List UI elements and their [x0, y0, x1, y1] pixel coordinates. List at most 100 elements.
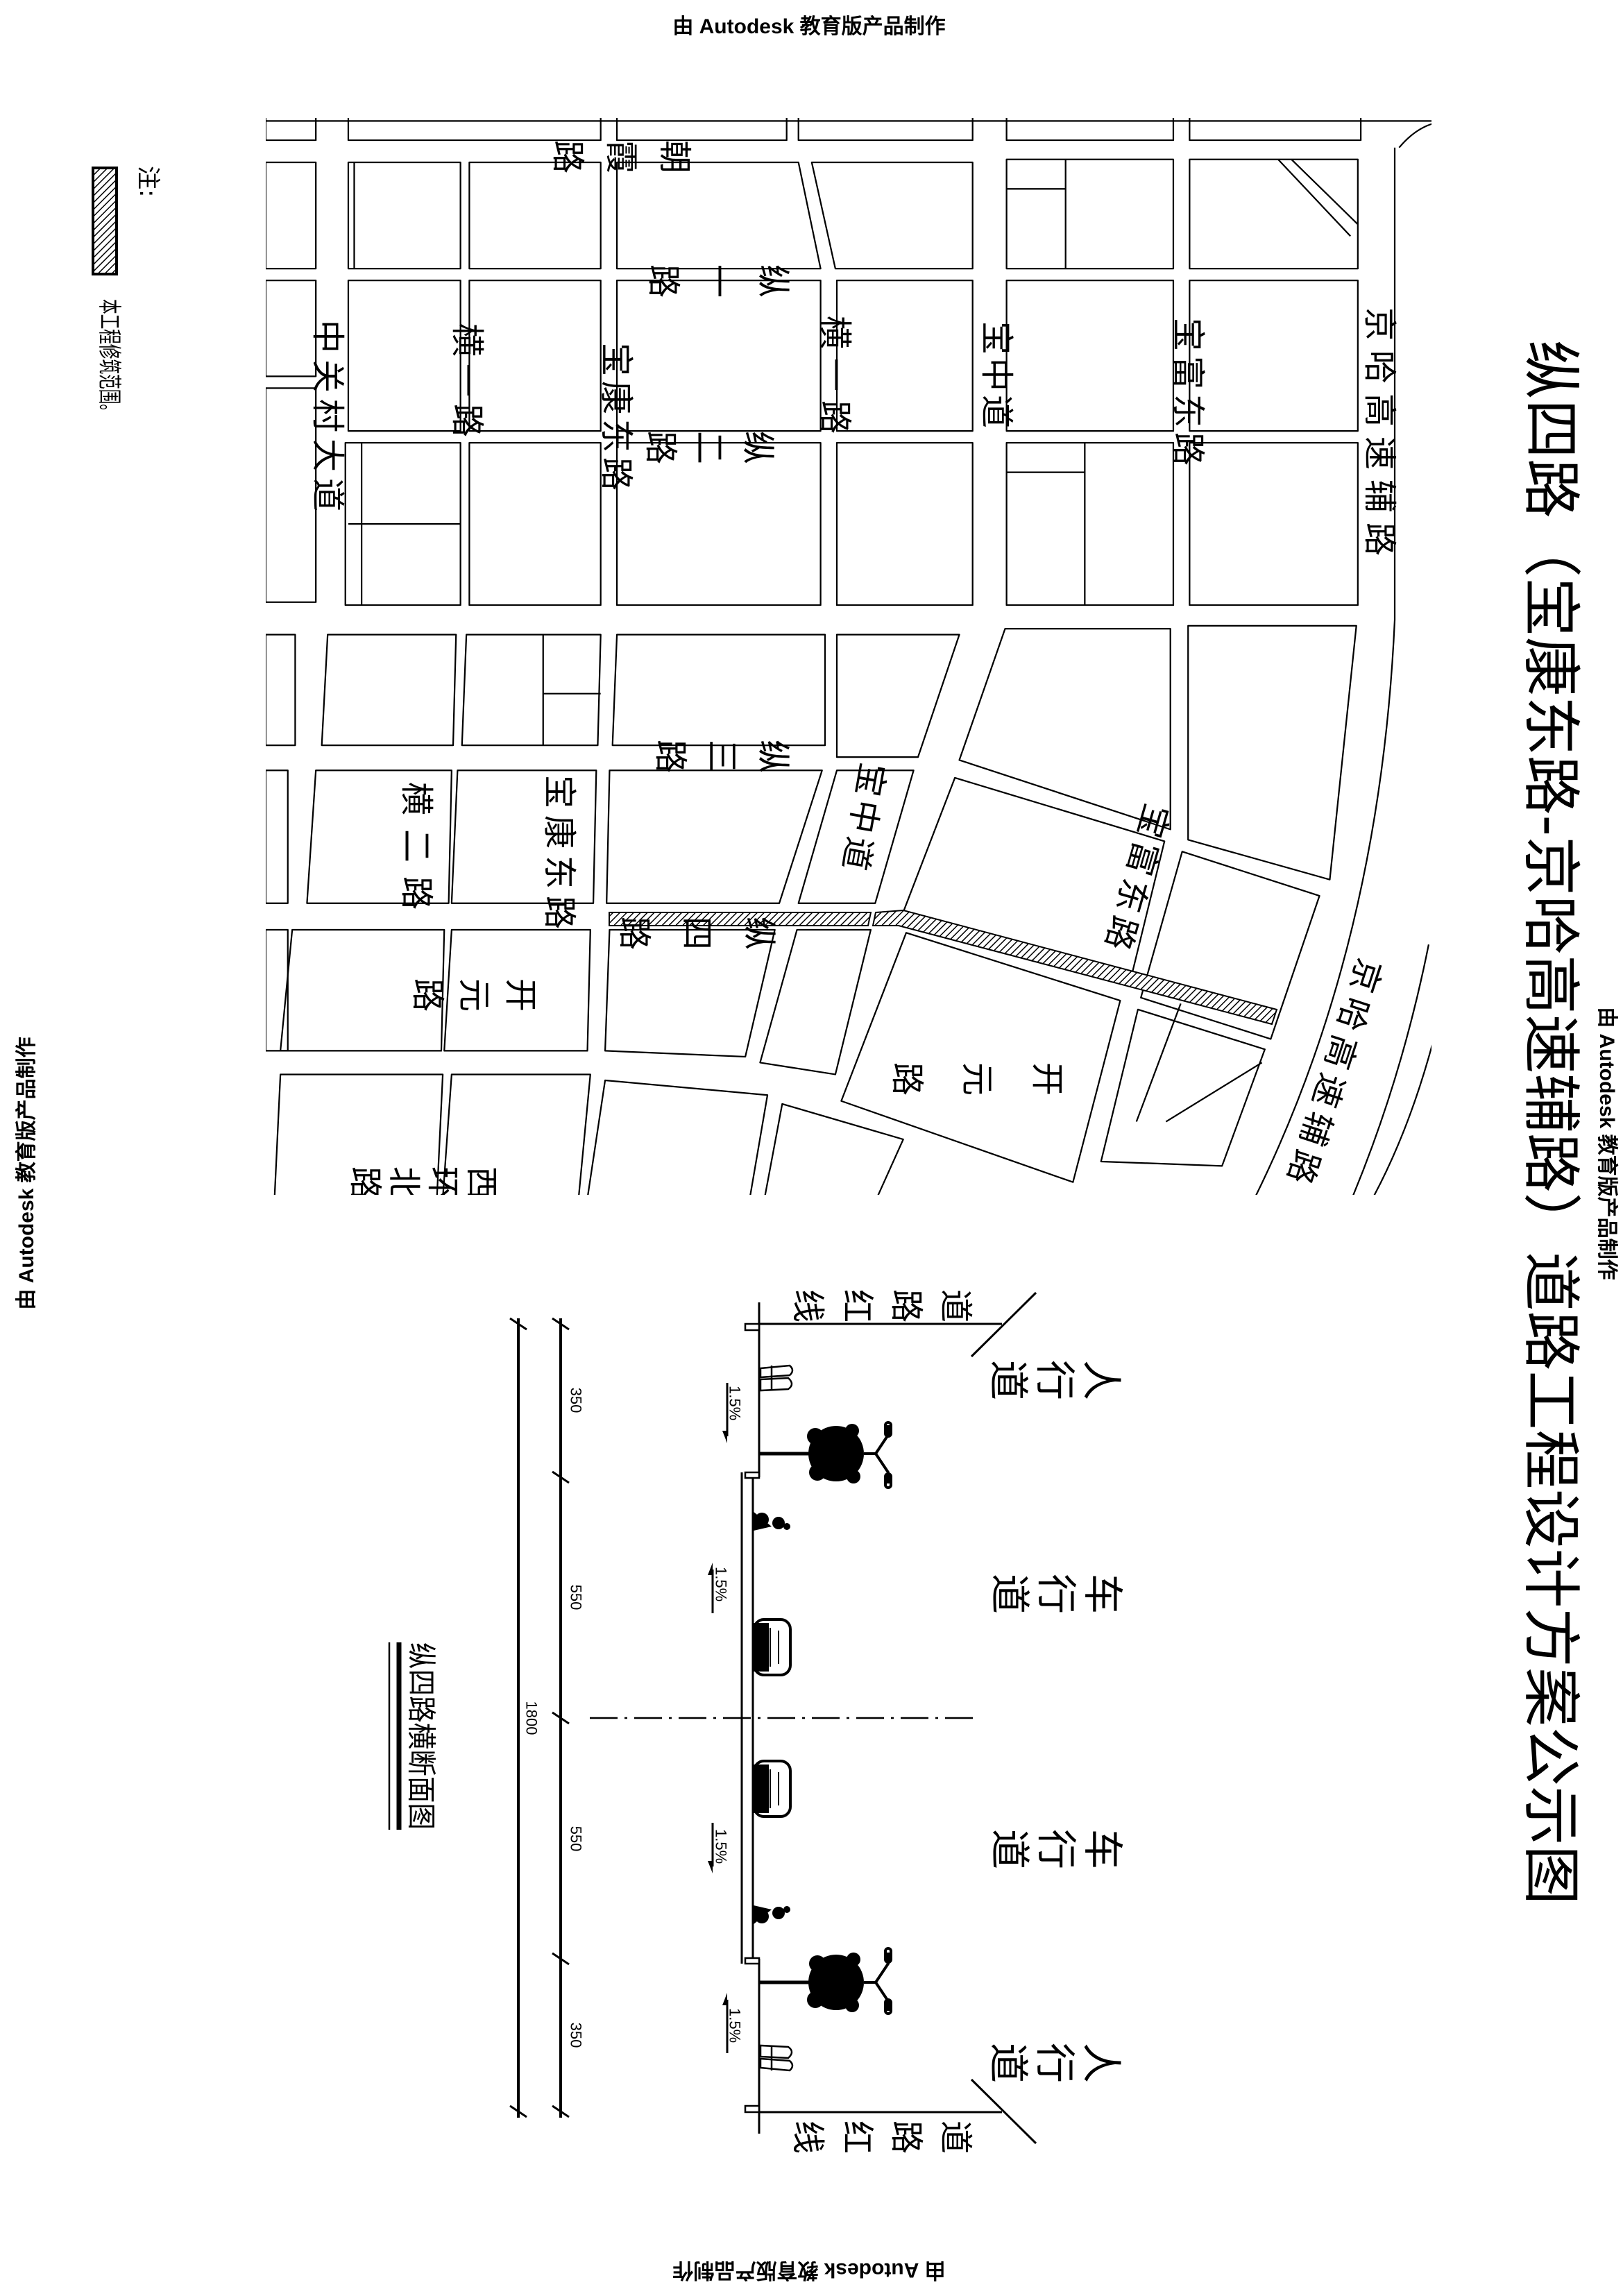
map-road-edge [1277, 158, 1359, 237]
roadway-label: 车行道 [985, 1822, 1124, 1869]
slope-arrow [708, 1383, 729, 1613]
map-block [266, 769, 289, 904]
map-block [835, 633, 960, 758]
map-block [347, 280, 461, 432]
legend-hatch-swatch [92, 167, 118, 275]
map-block [450, 769, 597, 904]
road-label: 横一路 [815, 316, 854, 443]
map-block [266, 280, 317, 377]
map-road-edge [1135, 1003, 1263, 1123]
road-label: 横二路 [397, 782, 436, 924]
road-label: 西环北路 [344, 1160, 500, 1199]
map-block [344, 441, 461, 606]
map-road-edge [1398, 123, 1431, 148]
map-block [835, 280, 974, 432]
map-block [1005, 280, 1175, 432]
road-label: 京哈高速辅路 [1277, 953, 1389, 1195]
slope-label: 1.5% [726, 1386, 744, 1420]
red-line-leader [759, 1291, 1037, 1358]
map-road-edge [1255, 147, 1396, 1195]
street-lamp-icon [864, 1421, 892, 1489]
road-label: 横一路 [448, 323, 486, 444]
map-block [587, 1079, 769, 1195]
dimension-value: 550 [568, 1826, 585, 1852]
map-block [468, 441, 602, 606]
road-label: 纵三路 [637, 733, 791, 772]
road-label: 京哈高速辅路 [1360, 307, 1399, 566]
map-block [1187, 624, 1357, 881]
location-map: 朝霞路 中关村大道 横一路 纵一路 宝康东路 纵二路 横一路 宝中道 宝富东路 … [266, 118, 1431, 1199]
map-block [443, 928, 591, 1052]
map-geometry [266, 118, 1431, 1195]
map-block [1005, 118, 1175, 142]
watermark-bottom: 由 Autodesk 教育版产品制作 [672, 2259, 945, 2282]
map-block [764, 1103, 904, 1195]
cyclist-icon [753, 1511, 790, 1531]
map-block [835, 441, 974, 606]
map-block [468, 161, 602, 270]
legend-text: 本工程修筑范围。 [95, 299, 123, 419]
road-label: 宝中道 [834, 760, 892, 877]
page-title: 纵四路（宝康东路-京哈高速辅路）道路工程设计方案公示图 [1517, 340, 1585, 1905]
road-label: 朝霞路 [532, 134, 692, 173]
map-block [611, 633, 826, 747]
map-block [468, 280, 602, 432]
map-block [1189, 280, 1359, 432]
road-label: 宝康东路 [597, 343, 636, 495]
map-block [810, 161, 974, 270]
map-block [1100, 1008, 1266, 1167]
map-block [266, 928, 289, 1052]
map-block [280, 928, 445, 1052]
map-block [1005, 158, 1175, 270]
cross-section-caption: 纵四路横断面图 [405, 1642, 439, 1830]
project-scope-hatch [872, 909, 1278, 1026]
road-label: 开元路 [855, 1056, 1065, 1095]
road-label: 宝中道 [977, 321, 1016, 432]
map-road-edge [1352, 944, 1430, 1195]
street-tree-icon [759, 1424, 864, 1483]
map-block [604, 928, 776, 1058]
map-block [306, 769, 452, 904]
map-block [1189, 441, 1359, 606]
sidewalk-label: 人行道 [983, 2036, 1123, 2083]
red-line-label: 道路红线 [776, 2114, 974, 2153]
map-block [266, 161, 317, 270]
project-scope-hatch [609, 912, 872, 926]
slope-label: 1.5% [726, 2008, 744, 2043]
red-line-label: 道路红线 [776, 1283, 974, 1322]
map-block [461, 633, 602, 747]
map-block [1189, 118, 1362, 142]
map-block [1140, 851, 1320, 1040]
map-block [347, 118, 602, 142]
map-block [1189, 158, 1359, 270]
map-block [266, 387, 317, 603]
map-block [958, 627, 1171, 831]
pedestrian-icon [759, 1364, 794, 1392]
watermark-left: 由 Autodesk 教育版产品制作 [15, 1037, 38, 1309]
notes-label: 注: [134, 166, 162, 197]
map-road-edge [542, 634, 601, 746]
map-block [606, 769, 823, 904]
map-block [797, 118, 974, 142]
map-block [321, 633, 457, 747]
map-road-edge [1373, 1044, 1431, 1195]
map-block [615, 441, 822, 606]
map-block [615, 118, 788, 142]
sidewalk-label: 人行道 [983, 1353, 1123, 1400]
roadway-label: 车行道 [985, 1567, 1124, 1614]
road-label: 纵一路 [627, 258, 791, 297]
cross-section-left-half [708, 1291, 1037, 1718]
map-block [266, 118, 317, 142]
map-block [1005, 441, 1175, 606]
slope-label: 1.5% [713, 1829, 730, 1864]
map-block [759, 928, 872, 1075]
map-block [840, 932, 1121, 1183]
road-label: 宝康东路 [540, 775, 579, 936]
map-block [347, 161, 461, 270]
map-block [615, 280, 822, 432]
dimension-total: 1800 [523, 1701, 541, 1735]
slope-label: 1.5% [713, 1567, 730, 1601]
map-block [273, 1073, 444, 1195]
dimension-value: 350 [568, 2023, 585, 2048]
